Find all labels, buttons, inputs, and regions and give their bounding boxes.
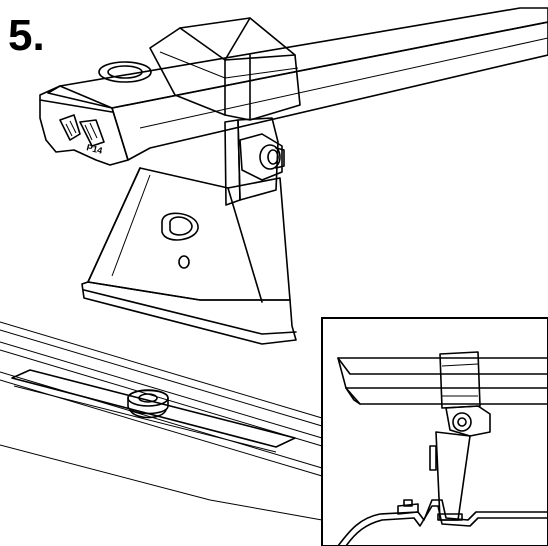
bar-end-cap: P14 [39,85,129,166]
bracket-bolt [239,133,285,181]
bar-clamp-collar [149,17,301,121]
end-cap-marking: P14 [86,142,104,156]
bar-front-face [111,21,548,161]
inset-detail [321,317,548,546]
foot-bracket [81,117,297,345]
roof-rail-lines [0,321,323,521]
rail-mount-nut [127,389,169,419]
step-number: 5. [8,11,45,60]
